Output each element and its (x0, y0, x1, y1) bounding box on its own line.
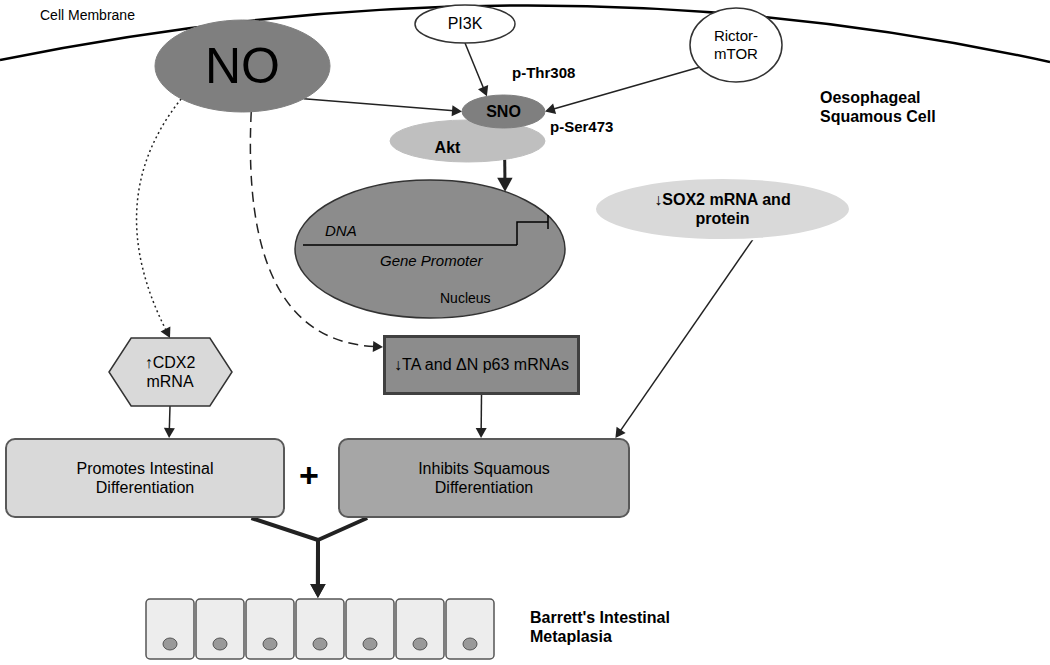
intestinal-box: Promotes Intestinal Differentiation (5, 438, 285, 518)
cdx2-hexagon: ↑CDX2 mRNA (109, 338, 232, 406)
node-text: NO (205, 36, 280, 96)
sox2-ellipse-outline (595, 178, 850, 240)
connector-arrow (304, 99, 462, 116)
nucleus-ellipse-outline (295, 180, 565, 318)
cell-membrane-line (0, 5, 1050, 62)
node-text: PI3K (448, 14, 483, 33)
p63-box: ↓TA and ΔN p63 mRNAs (383, 335, 580, 395)
metaplasia-cells: Barrett's Intestinal Metaplasia (145, 598, 495, 660)
connector-arrow (137, 99, 182, 338)
no-ellipse: NO (155, 20, 330, 112)
node-text: ↓SOX2 mRNA and protein (640, 190, 805, 228)
node-text: Rictor- mTOR (701, 27, 771, 63)
phospho-site-label: p-Ser473 (550, 118, 613, 136)
node-text: Inhibits Squamous Differentiation (384, 459, 584, 497)
connector-arrow (310, 518, 367, 598)
pi3k-ellipse: PI3K (415, 5, 515, 43)
cell-type-label: Oesophageal Squamous Cell (820, 88, 995, 126)
connector-arrow (615, 239, 753, 438)
membrane-label: Cell Membrane (40, 7, 135, 24)
nucleus-ellipse: DNA Gene PromoterNucleus (295, 180, 565, 318)
connector-arrow (497, 159, 512, 191)
connector-arrow (251, 518, 325, 598)
node-text: ↓TA and ΔN p63 mRNAs (394, 355, 569, 374)
connector-arrow (164, 406, 175, 438)
plus-sign: + (299, 455, 319, 496)
squamous-box: Inhibits Squamous Differentiation (338, 438, 630, 518)
sno-ellipse: SNO (462, 95, 545, 128)
node-text: Barrett's Intestinal Metaplasia (530, 608, 720, 646)
rictor-mtor-ellipse: Rictor- mTOR (690, 8, 782, 82)
connector-arrow (465, 43, 488, 96)
metaplasia-cells-outline (145, 598, 495, 660)
cdx2-hexagon-outline (109, 338, 232, 406)
connector-arrow (476, 395, 487, 438)
sox2-ellipse: ↓SOX2 mRNA and protein (595, 178, 850, 240)
node-text: Nucleus (440, 290, 491, 307)
node-text: Promotes Intestinal Differentiation (45, 459, 245, 497)
node-text: SNO (486, 102, 521, 121)
node-text: Akt (435, 138, 461, 157)
node-text: ↑CDX2 mRNA (130, 353, 210, 391)
phospho-site-label: p-Thr308 (512, 64, 575, 82)
node-text: Gene Promoter (380, 252, 483, 270)
node-text: DNA (325, 222, 357, 240)
